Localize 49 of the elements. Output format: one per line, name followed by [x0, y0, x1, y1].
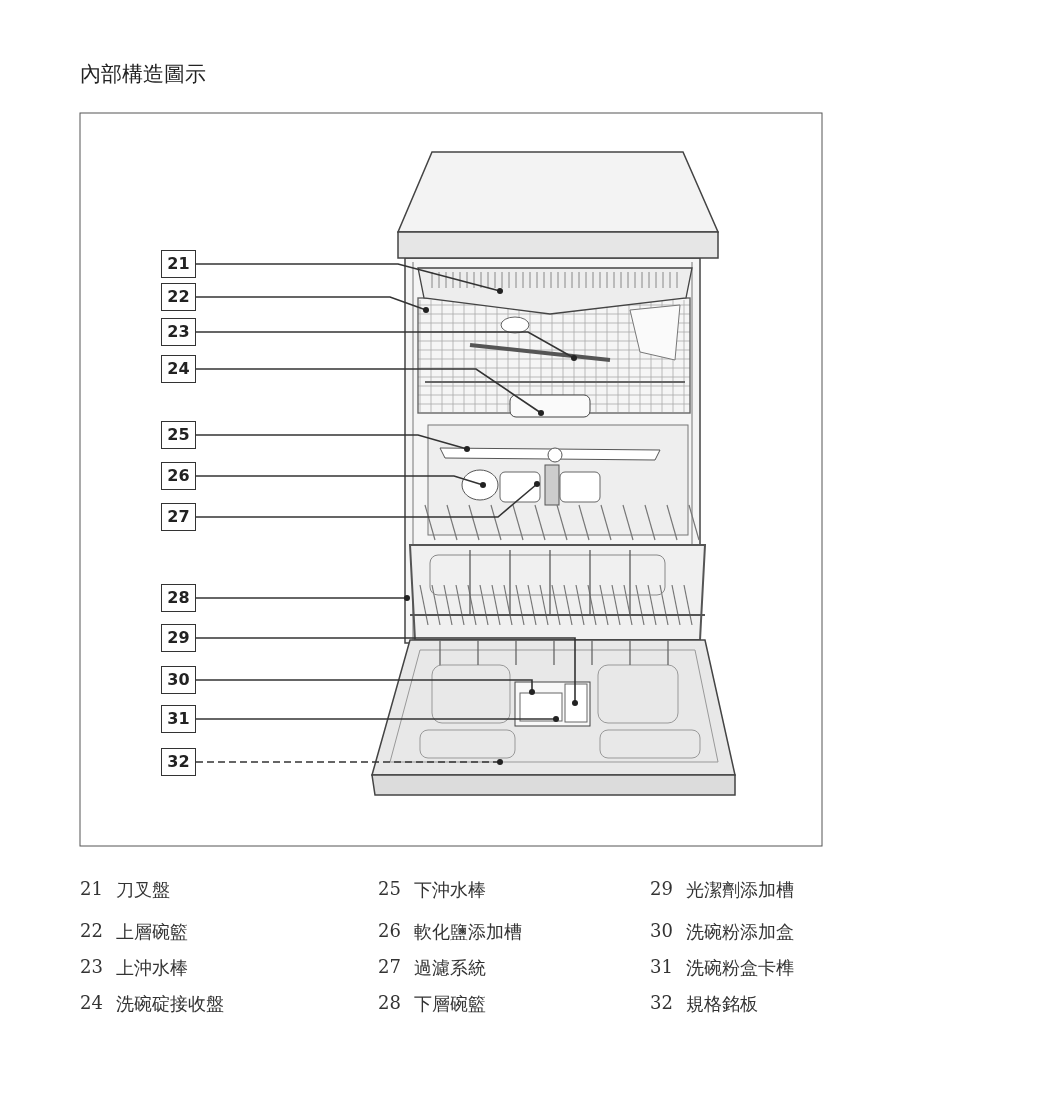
leader-line — [195, 263, 503, 294]
leader-line — [195, 637, 578, 706]
part-number: 27 — [378, 956, 401, 977]
part-name: 下層碗籃 — [414, 992, 486, 1016]
callout-number: 30 — [161, 666, 196, 694]
leader-line — [195, 595, 410, 601]
part-name: 軟化鹽添加槽 — [414, 920, 522, 944]
callout-number: 21 — [161, 250, 196, 278]
callout-number: 29 — [161, 624, 196, 652]
part-number: 29 — [650, 878, 673, 899]
callout-number: 25 — [161, 421, 196, 449]
part-name: 洗碗粉盒卡榫 — [686, 956, 794, 980]
leader-line — [195, 331, 577, 361]
part-name: 上沖水棒 — [116, 956, 188, 980]
part-number: 25 — [378, 878, 401, 899]
diagram-title: 內部構造圖示 — [80, 61, 206, 88]
leader-line — [195, 481, 540, 518]
part-name: 洗碗粉添加盒 — [686, 920, 794, 944]
callout-number: 23 — [161, 318, 196, 346]
part-number: 23 — [80, 956, 103, 977]
part-number: 28 — [378, 992, 401, 1013]
callout-number: 24 — [161, 355, 196, 383]
callout-number: 32 — [161, 748, 196, 776]
leader-line — [195, 716, 559, 722]
leader-line — [195, 679, 535, 695]
callout-number: 28 — [161, 584, 196, 612]
leader-line — [195, 434, 470, 452]
part-number: 26 — [378, 920, 401, 941]
part-name: 規格銘板 — [686, 992, 758, 1016]
part-name: 洗碗碇接收盤 — [116, 992, 224, 1016]
part-name: 刀叉盤 — [116, 878, 170, 902]
callout-number: 31 — [161, 705, 196, 733]
part-number: 21 — [80, 878, 103, 899]
part-name: 過濾系統 — [414, 956, 486, 980]
callout-number: 22 — [161, 283, 196, 311]
callout-number: 27 — [161, 503, 196, 531]
part-number: 32 — [650, 992, 673, 1013]
leader-line — [195, 296, 429, 313]
leader-line — [195, 475, 486, 488]
part-name: 光潔劑添加槽 — [686, 878, 794, 902]
leader-line — [195, 759, 503, 765]
part-name: 上層碗籃 — [116, 920, 188, 944]
part-number: 30 — [650, 920, 673, 941]
part-name: 下沖水棒 — [414, 878, 486, 902]
callout-number: 26 — [161, 462, 196, 490]
part-number: 31 — [650, 956, 673, 977]
part-number: 22 — [80, 920, 103, 941]
leader-line — [195, 368, 544, 416]
part-number: 24 — [80, 992, 103, 1013]
